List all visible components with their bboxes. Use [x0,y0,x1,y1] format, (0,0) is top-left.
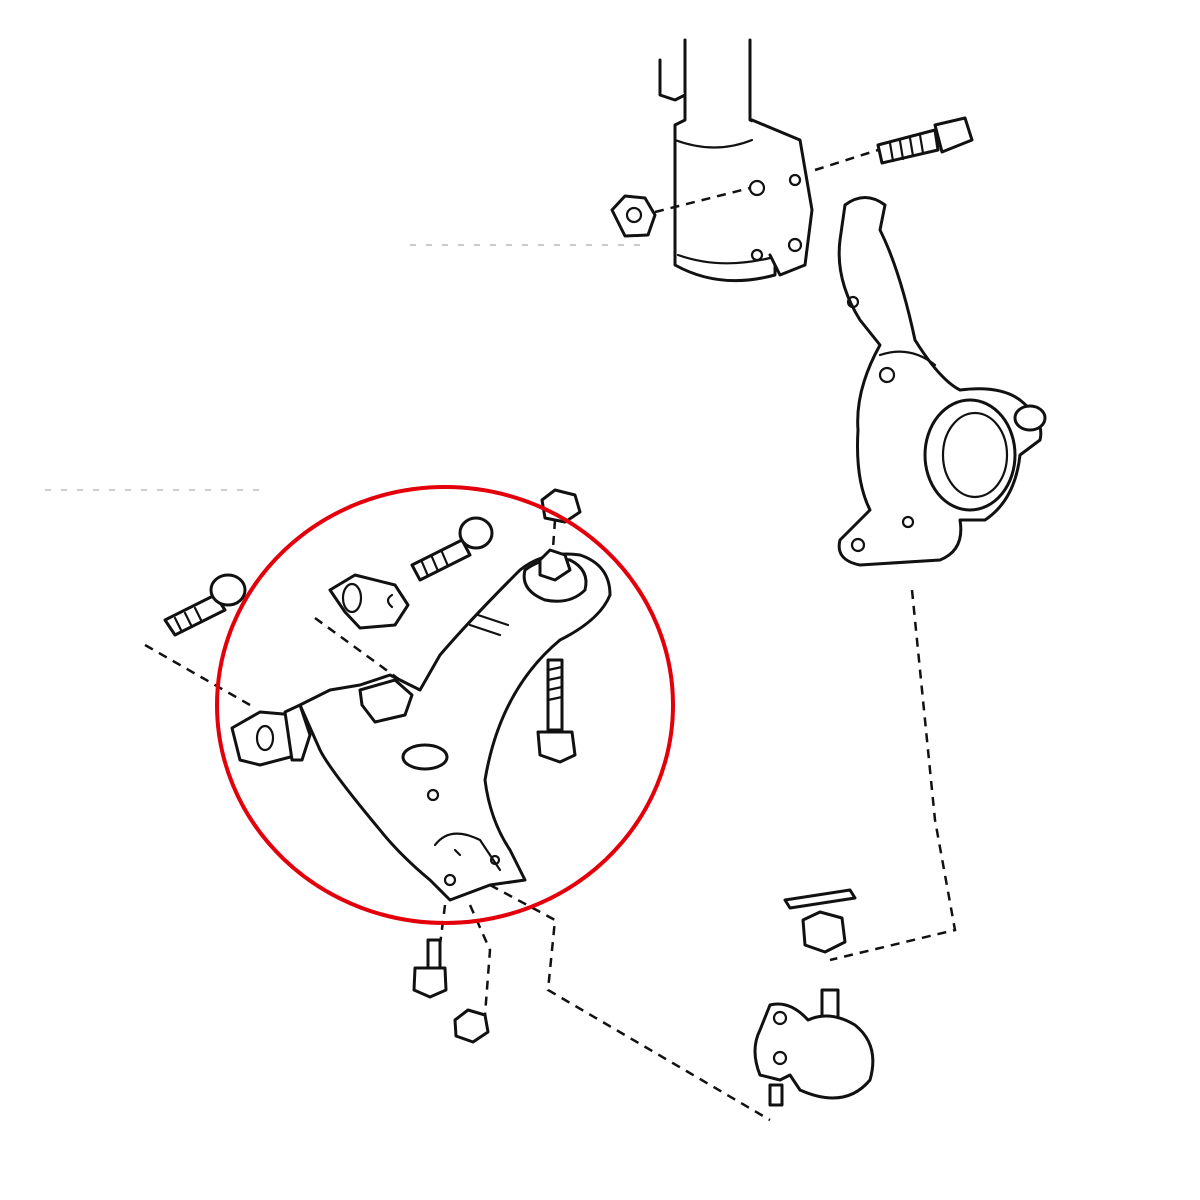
nut-guide [551,519,557,549]
knuckle-balljoint-guide [829,589,957,962]
rear-bushing-bracket [328,573,410,630]
highlight-circle [215,485,675,925]
bracket-bolt [410,516,494,582]
strut-nut-guide [654,186,751,214]
arm-nut-rear [453,1008,490,1044]
strut-bolt [876,116,974,165]
strut-bolt-guide [814,148,879,172]
ball-joint [753,988,875,1107]
bracket-guide [314,616,401,682]
strut-nut [610,194,657,238]
strut [658,38,814,283]
arm-bolt-rear [412,938,448,999]
arm-vertical-bolt [536,658,577,764]
cotter-pin [783,888,857,910]
steering-knuckle [837,196,1047,567]
castle-nut [801,910,847,954]
arm-bolt-front [163,573,247,637]
front-bolt-guide [144,643,251,707]
lower-control-arm [230,548,612,902]
